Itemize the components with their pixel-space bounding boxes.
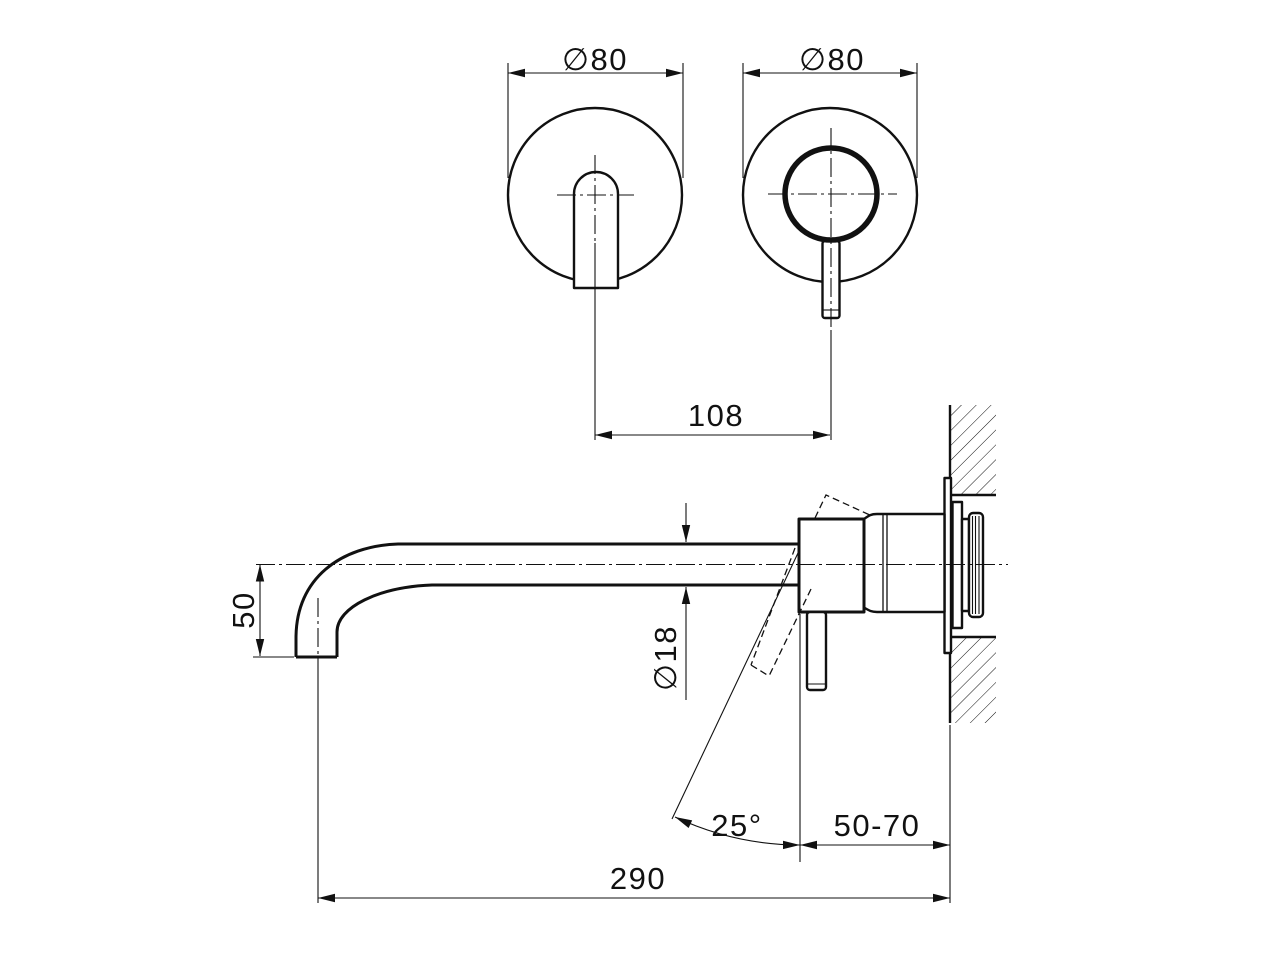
housing-joint-lines: [882, 515, 888, 611]
side-view: [256, 405, 1008, 820]
front-view-handle: [741, 106, 919, 440]
dim-label-lever-angle: 25°: [711, 808, 762, 843]
dim-spout-drop: 50: [226, 564, 294, 658]
dim-spout-tube-diameter: ∅18: [648, 503, 691, 700]
dim-label-spout-reach: 290: [610, 861, 666, 896]
front-view-spout: [506, 106, 684, 440]
wall-section: [948, 405, 996, 723]
wall-hatch-upper: [950, 405, 996, 495]
dim-lever-angle: 25°: [674, 614, 801, 862]
dim-label-spout-plate: ∅80: [562, 42, 628, 77]
handle-lever-side: [805, 610, 828, 692]
lever-alt-position-dashed: [750, 494, 873, 677]
spout-tube: [294, 542, 802, 659]
dim-center-distance: 108: [595, 398, 830, 440]
lever-angle-line: [671, 552, 799, 820]
wall-hole-edges: [950, 493, 996, 639]
spout-nose-front: [572, 170, 620, 290]
dim-label-center-distance: 108: [688, 398, 744, 433]
dim-spout-reach: 290: [317, 668, 950, 903]
dim-label-tube-diameter: ∅18: [648, 625, 683, 691]
dim-spout-plate-diameter: ∅80: [507, 42, 684, 178]
wall-hatch-lower: [950, 637, 996, 723]
dim-wall-depth: 50-70: [800, 725, 951, 903]
angle-arc: [674, 816, 801, 850]
dim-label-handle-plate: ∅80: [799, 42, 865, 77]
handle-block-side: [797, 517, 866, 614]
dim-label-spout-drop: 50: [226, 591, 261, 628]
dim-handle-plate-diameter: ∅80: [742, 42, 918, 178]
mixer-housing: [862, 512, 946, 614]
dim-label-wall-depth: 50-70: [834, 808, 921, 843]
